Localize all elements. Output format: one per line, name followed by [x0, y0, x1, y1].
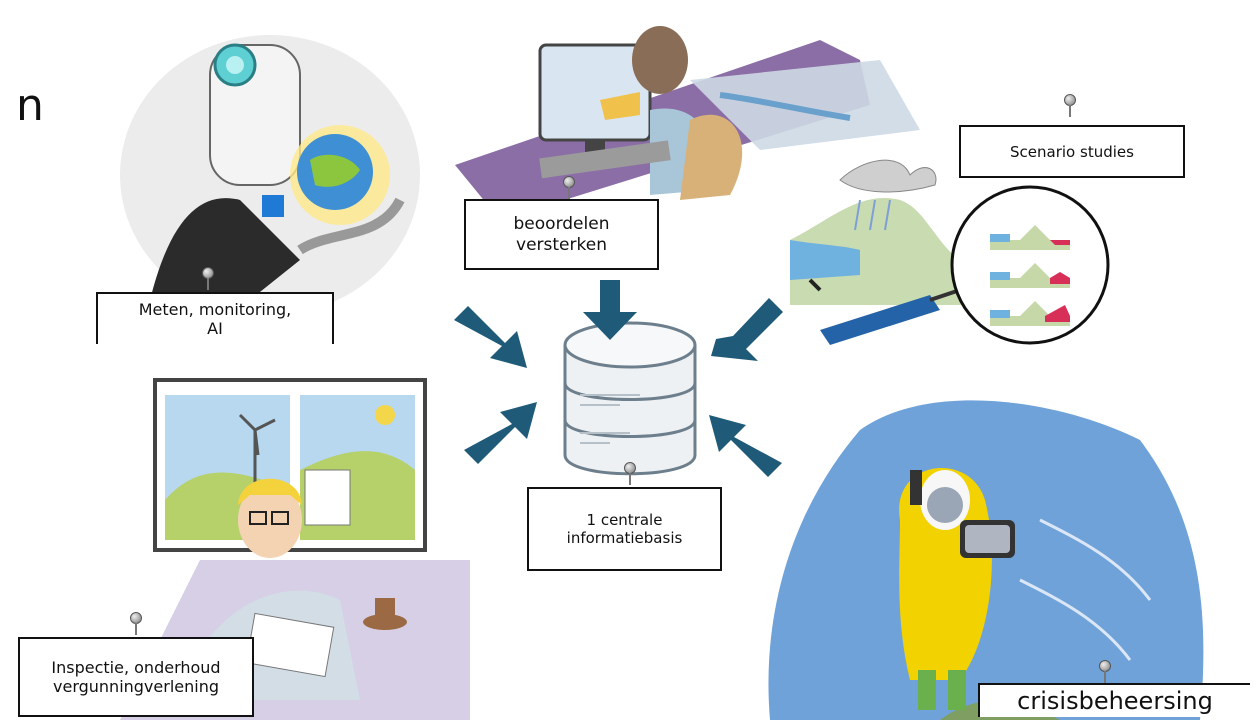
- arrow-from-bottom-left: [464, 402, 537, 464]
- pin-icon: [130, 612, 142, 635]
- label-scenario-studies: Scenario studies: [959, 125, 1185, 178]
- arrow-from-top-left: [454, 306, 527, 368]
- database-icon: [563, 321, 697, 476]
- label-meten-monitoring-ai: Meten, monitoring, AI: [96, 292, 334, 344]
- computer-worker-illustration: [455, 26, 920, 220]
- arrow-from-bottom-right: [709, 415, 782, 477]
- label-crisisbeheersing: crisisbeheersing: [978, 683, 1250, 717]
- arrow-from-top: [583, 280, 637, 340]
- label-inspectie-onderhoud: Inspectie, onderhoud vergunningverlening: [18, 637, 254, 717]
- dike-scenario-illustration: [790, 159, 1110, 345]
- label-centrale-informatiebasis: 1 centrale informatiebasis: [527, 487, 722, 571]
- pin-icon: [1099, 660, 1111, 683]
- robot-illustration: [120, 35, 420, 315]
- pin-icon: [624, 462, 636, 485]
- pin-icon: [563, 176, 575, 199]
- title-fragment: n: [16, 80, 44, 131]
- label-beoordelen-versterken: beoordelen versterken: [464, 199, 659, 270]
- crisis-worker-illustration: [768, 400, 1204, 720]
- pin-icon: [1064, 94, 1076, 117]
- pin-icon: [202, 267, 214, 290]
- arrow-from-top-right: [711, 298, 783, 361]
